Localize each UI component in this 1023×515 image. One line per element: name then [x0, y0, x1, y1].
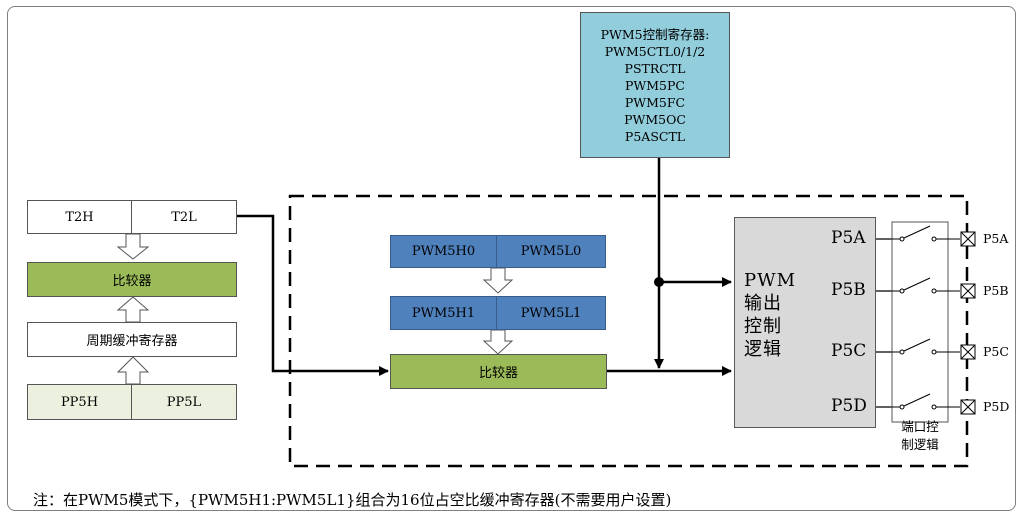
pwm-label-line: 输出	[744, 293, 782, 314]
comparator-center: 比较器	[390, 354, 607, 389]
output-label-p5b: P5B	[983, 283, 1009, 298]
control-register-item: PWM5PC	[625, 77, 685, 93]
t2l-register: T2L	[131, 200, 237, 234]
hollow-arrow-t2-down	[116, 233, 150, 260]
comparator-left: 比较器	[27, 262, 237, 297]
t2h-register: T2H	[27, 200, 132, 234]
port-logic-line: 制逻辑	[901, 437, 939, 452]
pin-label-p5c: P5C	[831, 341, 867, 361]
pin-label-p5d: P5D	[831, 396, 867, 416]
control-registers-title: PWM5控制寄存器:	[600, 26, 710, 42]
control-register-item: PWM5CTL0/1/2	[604, 43, 706, 59]
control-register-item: PSTRCTL	[624, 60, 686, 76]
hollow-arrow-pp5-up	[116, 356, 150, 385]
pwm-label-line: 逻辑	[744, 339, 782, 360]
pwm-output-logic-label: PWM 输出 控制 逻辑	[744, 269, 797, 361]
switches	[892, 225, 960, 410]
hollow-arrow-buffer-up	[116, 296, 150, 323]
pwm5h1-register: PWM5H1	[390, 296, 497, 330]
pwm5l1-register: PWM5L1	[496, 296, 606, 330]
pp5l-register: PP5L	[131, 384, 237, 420]
output-label-p5a: P5A	[983, 231, 1009, 246]
period-buffer-register: 周期缓冲寄存器	[27, 322, 237, 357]
footnote: 注：在PWM5模式下，{PWM5H1:PWM5L1}组合为16位占空比缓冲寄存器…	[33, 491, 672, 509]
control-registers-box: PWM5控制寄存器: PWM5CTL0/1/2 PSTRCTL PWM5PC P…	[580, 12, 730, 158]
control-register-item: PWM5FC	[624, 94, 686, 110]
pwm-label-line: 控制	[744, 316, 782, 337]
pp5h-register: PP5H	[27, 384, 132, 420]
pin-label-p5b: P5B	[831, 280, 866, 300]
pwm5-dashed-boundary	[288, 194, 969, 468]
port-logic-box	[891, 221, 949, 423]
hollow-arrow-duty0-down	[482, 267, 514, 294]
pwm-label-line: PWM	[744, 270, 797, 291]
output-label-p5c: P5C	[983, 344, 1009, 359]
pin-label-p5a: P5A	[831, 228, 866, 248]
output-pin-boxes	[960, 231, 976, 415]
hollow-arrow-duty1-down	[482, 329, 514, 355]
pwm5h0-register: PWM5H0	[390, 235, 497, 268]
diagram-frame	[7, 6, 1016, 511]
control-register-item: P5ASCTL	[624, 128, 686, 144]
output-label-p5d: P5D	[983, 399, 1010, 414]
pwm-output-logic-box	[734, 217, 876, 428]
control-register-item: PWM5OC	[624, 111, 686, 127]
t2l-to-comparator-line	[237, 214, 389, 376]
port-logic-label: 端口控 制逻辑	[893, 418, 947, 454]
pwm5l0-register: PWM5L0	[496, 235, 606, 268]
port-logic-line: 端口控	[901, 419, 939, 434]
